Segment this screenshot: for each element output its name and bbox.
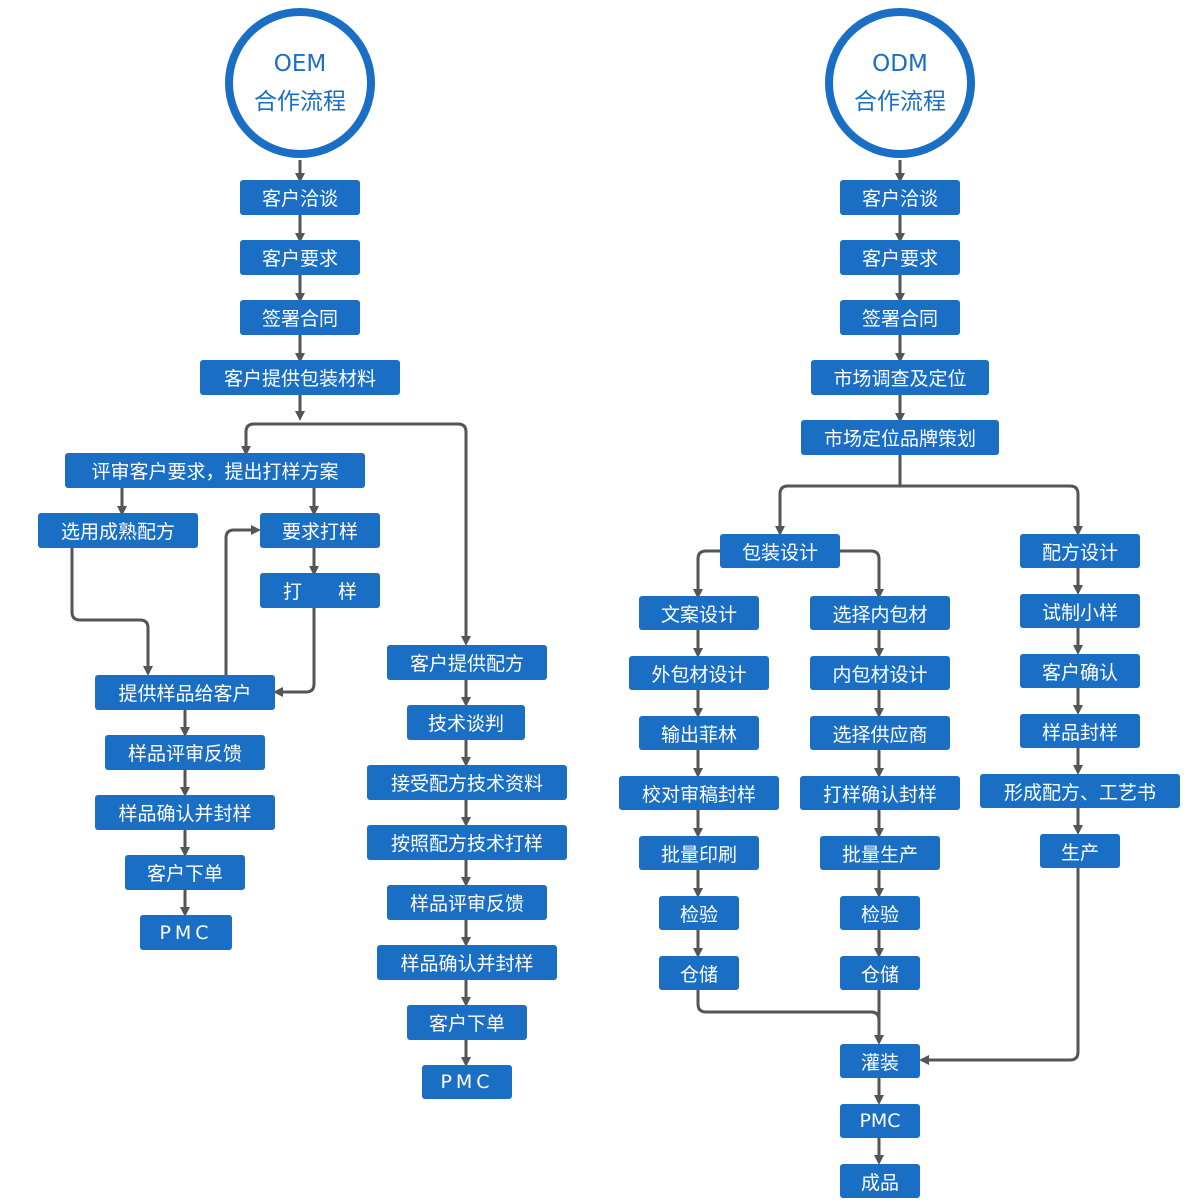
odm-node-pmc: PMC [840, 1104, 920, 1138]
odm-title-line2: 合作流程 [854, 89, 946, 115]
odm-node-filling: 灌装 [840, 1044, 920, 1078]
odm-node-proof-seal: 校对审稿封样 [619, 776, 779, 810]
oem-node-customer-formula: 客户提供配方 [387, 645, 547, 680]
odm-node-inspection-b: 检验 [840, 896, 920, 930]
odm-title-line1: ODM [872, 51, 928, 77]
odm-node-choose-supplier: 选择供应商 [810, 716, 950, 750]
odm-node-customer-confirm: 客户确认 [1020, 654, 1140, 688]
oem-node-sample-feedback-2: 样品评审反馈 [387, 885, 547, 920]
oem-node-customer-order-2: 客户下单 [407, 1005, 527, 1040]
odm-node-package-design: 包装设计 [720, 534, 840, 568]
oem-node-sampling: 打样 [260, 573, 380, 608]
odm-node-customer-negotiation: 客户洽谈 [840, 180, 960, 215]
odm-node-storage-a: 仓储 [659, 956, 739, 990]
oem-node-accept-tech-data: 接受配方技术资料 [367, 765, 567, 800]
odm-node-inner-package-design: 内包材设计 [810, 656, 950, 690]
odm-node-sample-confirm-seal: 打样确认封样 [800, 776, 960, 810]
odm-node-mass-printing: 批量印刷 [639, 836, 759, 870]
odm-node-choose-inner-package: 选择内包材 [810, 596, 950, 630]
odm-node-outer-package-design: 外包材设计 [629, 656, 769, 690]
oem-node-customer-order: 客户下单 [125, 855, 245, 890]
oem-node-sample-feedback: 样品评审反馈 [105, 735, 265, 770]
oem-title-line2: 合作流程 [254, 89, 346, 115]
odm-node-copywriting: 文案设计 [639, 596, 759, 630]
oem-node-mature-formula: 选用成熟配方 [38, 513, 198, 548]
odm-node-brand-planning: 市场定位品牌策划 [801, 420, 999, 455]
odm-node-inspection-a: 检验 [659, 896, 739, 930]
oem-node-customer-negotiation: 客户洽谈 [240, 180, 360, 215]
oem-node-pmc: PMC [140, 915, 232, 950]
oem-title-line1: OEM [273, 51, 327, 77]
odm-node-output-film: 输出菲林 [639, 716, 759, 750]
connector-oem-split-right [300, 422, 471, 646]
oem-node-sample-confirm: 样品确认并封样 [95, 795, 275, 830]
oem-node-review-requirements: 评审客户要求，提出打样方案 [65, 453, 365, 488]
oem-node-pmc-2: PMC [422, 1065, 512, 1099]
odm-node-storage-b: 仓储 [840, 956, 920, 990]
odm-node-sign-contract: 签署合同 [840, 300, 960, 335]
odm-title-circle: ODM 合作流程 [825, 8, 975, 158]
oem-node-tech-negotiation: 技术谈判 [407, 705, 525, 740]
oem-node-sample-confirm-2: 样品确认并封样 [377, 945, 557, 980]
odm-node-formula-process-doc: 形成配方、工艺书 [980, 774, 1180, 808]
odm-node-finished-product: 成品 [840, 1164, 920, 1198]
connector-oem-9 [70, 548, 153, 676]
connector-odm-split-left [775, 455, 902, 536]
connector-oem-11 [224, 525, 261, 676]
connector-odm-pkg-left [693, 549, 720, 599]
connector-odm-merge-a [696, 990, 881, 1042]
connector-odm-merge-c [919, 868, 1080, 1065]
oem-node-sign-contract: 签署合同 [240, 300, 360, 335]
oem-title-circle: OEM 合作流程 [225, 8, 375, 158]
oem-node-customer-packaging: 客户提供包装材料 [200, 360, 400, 395]
connector-oem-10 [273, 608, 316, 697]
connector-oem-split-left [241, 422, 300, 456]
odm-node-trial-sample: 试制小样 [1020, 594, 1140, 628]
oem-node-request-sample: 要求打样 [260, 513, 380, 548]
connector-odm-pkg-right [840, 549, 884, 599]
odm-node-customer-requirements: 客户要求 [840, 240, 960, 275]
oem-node-customer-requirements: 客户要求 [240, 240, 360, 275]
connector-odm-split-right [900, 484, 1083, 536]
odm-node-sample-seal: 样品封样 [1020, 714, 1140, 748]
odm-node-market-research: 市场调查及定位 [811, 360, 989, 395]
oem-node-sample-by-formula: 按照配方技术打样 [367, 825, 567, 860]
oem-node-provide-sample: 提供样品给客户 [95, 675, 275, 710]
odm-node-production: 生产 [1040, 834, 1120, 868]
odm-node-formula-design: 配方设计 [1020, 534, 1140, 568]
odm-node-mass-production: 批量生产 [820, 836, 940, 870]
